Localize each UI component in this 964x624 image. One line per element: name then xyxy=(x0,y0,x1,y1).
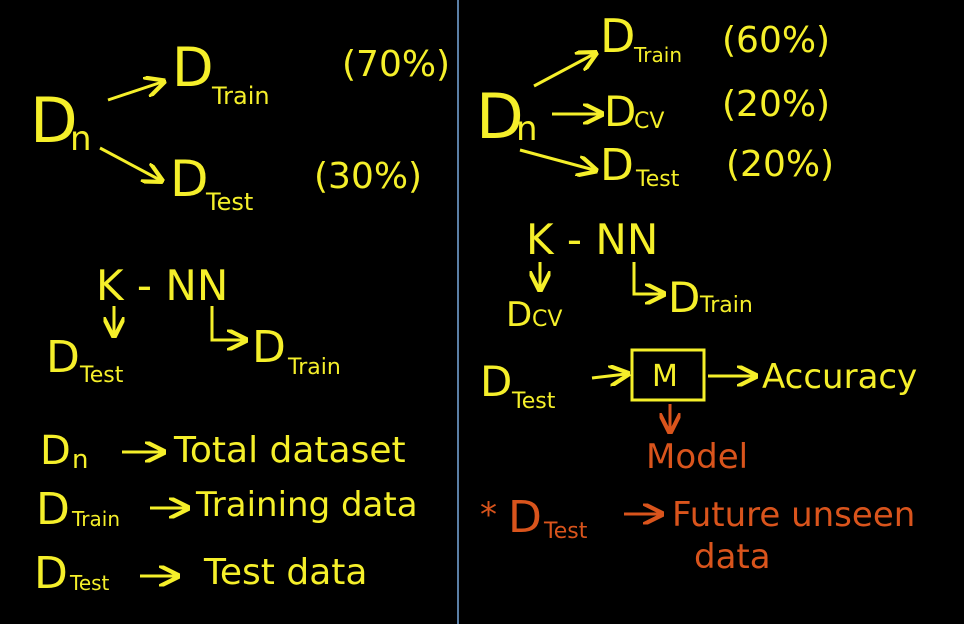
pipeline-arrow-in xyxy=(591,374,626,378)
right-arrow-to-test xyxy=(519,148,594,170)
right-split-diagram: D n D Train (60%) D CV (20%) D Test (20%… xyxy=(476,9,834,192)
note-star: * xyxy=(480,495,497,535)
left-test-d: D xyxy=(170,150,209,208)
right-knn-cv-d: D xyxy=(506,295,532,335)
note-d-sub: Test xyxy=(543,519,588,544)
left-arrow-to-test xyxy=(99,146,160,180)
left-knn-test-sub: Test xyxy=(79,363,124,388)
legend-term-dtest-sub: Test xyxy=(69,571,110,595)
left-test-pct: (30%) xyxy=(314,156,422,197)
legend-term-dn-sub: n xyxy=(72,445,88,475)
right-test-sub: Test xyxy=(635,167,680,192)
left-knn-label: K - NN xyxy=(96,261,228,310)
note-text-line-2: data xyxy=(694,537,771,577)
right-orange-notes: Model * D Test Future unseen data xyxy=(480,404,915,577)
right-knn-diagram: K - NN D CV D Train xyxy=(506,215,753,335)
legend-desc-dtrain: Training data xyxy=(195,485,418,525)
left-dn-sub: n xyxy=(70,119,92,159)
right-dn: D xyxy=(476,80,524,153)
right-train-d: D xyxy=(600,9,635,63)
note-text-line-1: Future unseen xyxy=(672,495,915,535)
left-train-d: D xyxy=(172,36,214,99)
left-knn-test-d: D xyxy=(46,332,80,383)
right-cv-pct: (20%) xyxy=(722,84,830,125)
left-split-diagram: D n D Train (70%) D Test (30%) xyxy=(30,36,450,216)
right-train-pct: (60%) xyxy=(722,20,830,61)
legend-term-dn: D xyxy=(40,428,71,474)
left-knn-train-d: D xyxy=(252,322,286,373)
model-label: Model xyxy=(646,437,748,477)
right-pipeline: D Test M Accuracy xyxy=(480,348,917,414)
right-knn-train-sub: Train xyxy=(699,293,753,318)
legend-term-dtrain: D xyxy=(36,484,70,535)
legend-desc-dn: Total dataset xyxy=(173,430,406,471)
pipeline-test-sub: Test xyxy=(511,389,556,414)
right-knn-train-d: D xyxy=(668,273,700,322)
right-knn-label: K - NN xyxy=(526,215,658,264)
right-test-d: D xyxy=(600,140,634,191)
pipeline-test-d: D xyxy=(480,357,512,406)
legend-term-dtest: D xyxy=(34,548,68,599)
right-arrow-to-train xyxy=(533,54,594,88)
left-knn-train-sub: Train xyxy=(287,355,341,380)
right-knn-arrow-right xyxy=(632,262,662,294)
note-d: D xyxy=(508,492,542,543)
left-train-sub: Train xyxy=(211,82,270,110)
right-test-pct: (20%) xyxy=(726,144,834,185)
model-box-label: M xyxy=(652,359,678,394)
left-dn: D xyxy=(30,84,78,157)
left-knn-arrow-right xyxy=(210,306,244,340)
right-cv-d: D xyxy=(604,87,636,136)
left-legend: D n Total dataset D Train Training data … xyxy=(34,428,418,599)
left-test-sub: Test xyxy=(205,188,253,216)
right-dn-sub: n xyxy=(516,109,538,149)
legend-term-dtrain-sub: Train xyxy=(71,507,120,531)
model-box xyxy=(630,348,706,402)
accuracy-label: Accuracy xyxy=(762,357,917,397)
left-knn-diagram: K - NN D Test D Train xyxy=(46,261,341,388)
left-train-pct: (70%) xyxy=(342,44,450,85)
legend-desc-dtest: Test data xyxy=(203,552,367,593)
left-arrow-to-train xyxy=(107,82,162,102)
right-train-sub: Train xyxy=(633,43,682,67)
right-cv-sub: CV xyxy=(634,109,664,134)
right-knn-cv-sub: CV xyxy=(532,307,562,332)
